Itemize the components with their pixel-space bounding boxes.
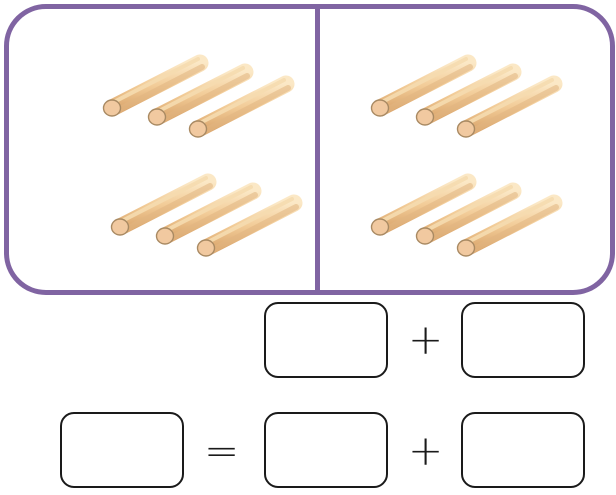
- stick: [188, 75, 295, 138]
- plus-sign-row2: +: [408, 426, 444, 475]
- stick: [456, 75, 563, 138]
- stick: [370, 54, 477, 117]
- plus-sign-row1: +: [408, 315, 444, 364]
- stick: [110, 173, 217, 236]
- stick: [196, 194, 303, 257]
- answer-box-row2-second[interactable]: [461, 412, 585, 488]
- stick: [415, 63, 522, 126]
- stick: [456, 194, 563, 257]
- stick: [415, 182, 522, 245]
- frame-divider: [315, 4, 320, 295]
- stick: [155, 182, 262, 245]
- answer-box-row1-second[interactable]: [461, 302, 585, 378]
- answer-box-row2-first[interactable]: [264, 412, 388, 488]
- stick: [102, 54, 209, 117]
- answer-box-row1-first[interactable]: [264, 302, 388, 378]
- equals-sign: =: [204, 426, 240, 475]
- sticks-illustration: [102, 54, 563, 257]
- groups-frame: [4, 4, 615, 295]
- stick: [370, 173, 477, 236]
- stick: [147, 63, 254, 126]
- answer-box-total[interactable]: [60, 412, 184, 488]
